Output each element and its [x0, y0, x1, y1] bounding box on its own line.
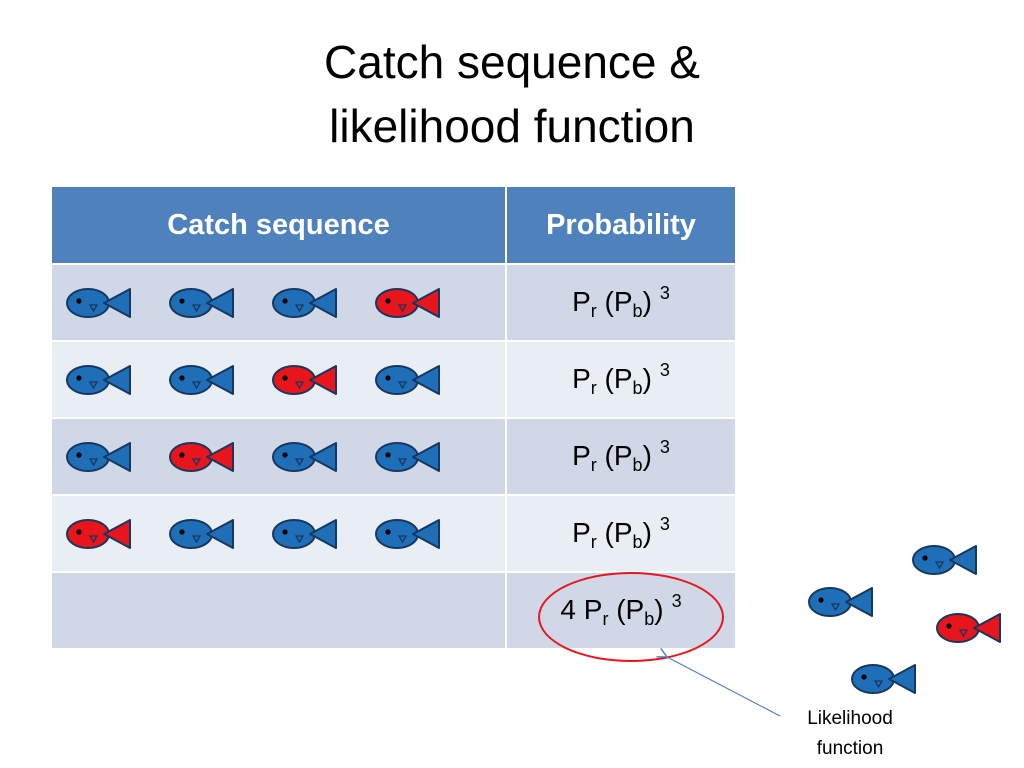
red-fish-icon [375, 285, 478, 321]
blue-fish-icon [169, 516, 272, 552]
catch-sequence-table: Catch sequence Probability Pr (Pb)3 Pr (… [52, 187, 735, 648]
blue-fish-icon [272, 285, 375, 321]
blue-fish-icon [272, 516, 375, 552]
table-row: Pr (Pb)3 [52, 340, 735, 418]
blue-fish-icon [66, 439, 169, 475]
table-header-row: Catch sequence Probability [52, 187, 735, 264]
probability-expression: Pr (Pb)3 [572, 437, 670, 475]
callout-line-1: Likelihood [807, 708, 893, 729]
callout-line-2: function [816, 738, 884, 759]
fish-row [52, 439, 505, 475]
fish-row [52, 285, 505, 321]
blue-fish-icon [375, 516, 478, 552]
blue-fish-icon [851, 661, 917, 702]
table-total-row: 4 Pr (Pb)3 [52, 571, 735, 648]
blue-fish-icon [912, 542, 978, 583]
probability-expression: Pr (Pb)3 [572, 283, 670, 321]
table-row: Pr (Pb)3 [52, 263, 735, 341]
fish-row [52, 362, 505, 398]
blue-fish-icon [272, 439, 375, 475]
fish-row [52, 516, 505, 552]
likelihood-function-label: Likelihood function [770, 704, 930, 764]
red-fish-icon [66, 516, 169, 552]
red-fish-icon [936, 610, 1002, 651]
empty-sequence-cell [52, 571, 507, 648]
red-fish-icon [169, 439, 272, 475]
table-row: Pr (Pb)3 [52, 494, 735, 572]
probability-cell: Pr (Pb)3 [506, 417, 735, 495]
sequence-cell [52, 263, 507, 341]
slide-title-line-2: likelihood function [329, 100, 695, 152]
likelihood-expression: 4 Pr (Pb)3 [560, 591, 682, 629]
sequence-cell [52, 417, 507, 495]
probability-expression: Pr (Pb)3 [572, 514, 670, 552]
sequence-cell [52, 494, 507, 572]
table-row: Pr (Pb)3 [52, 417, 735, 495]
probability-expression: Pr (Pb)3 [572, 360, 670, 398]
sequence-cell [52, 340, 507, 418]
probability-cell: Pr (Pb)3 [506, 263, 735, 341]
probability-cell: Pr (Pb)3 [506, 340, 735, 418]
blue-fish-icon [66, 362, 169, 398]
red-fish-icon [272, 362, 375, 398]
header-catch-sequence: Catch sequence [52, 187, 507, 264]
blue-fish-icon [66, 285, 169, 321]
blue-fish-icon [375, 362, 478, 398]
blue-fish-icon [169, 362, 272, 398]
blue-fish-icon [808, 584, 874, 625]
probability-cell: Pr (Pb)3 [506, 494, 735, 572]
header-probability: Probability [506, 187, 735, 264]
blue-fish-icon [375, 439, 478, 475]
blue-fish-icon [169, 285, 272, 321]
slide-title-line-1: Catch sequence & [324, 36, 700, 88]
likelihood-cell: 4 Pr (Pb)3 [506, 571, 735, 648]
slide-title: Catch sequence & likelihood function [0, 30, 1024, 158]
